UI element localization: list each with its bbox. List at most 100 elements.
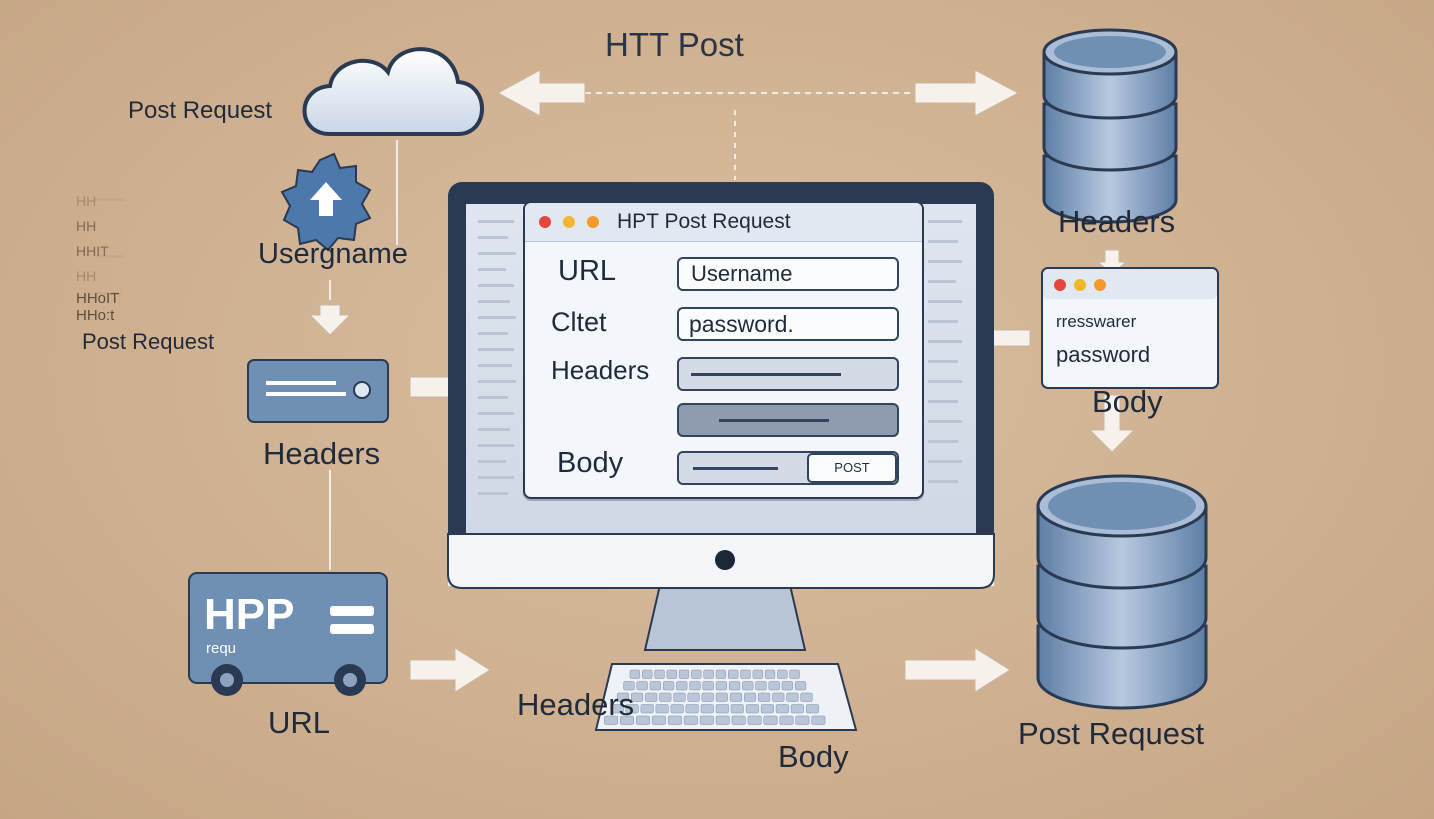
keyboard-key — [616, 692, 630, 702]
username-field-value: Username — [691, 261, 793, 286]
keyboard-key — [715, 715, 730, 725]
extra-field[interactable] — [677, 403, 899, 437]
keyboard-key — [610, 704, 624, 714]
keyboard-key — [760, 704, 774, 714]
close-dot-icon[interactable] — [539, 216, 551, 228]
database-segment — [1042, 102, 1178, 172]
window-titlebar: HPT Post Request — [525, 203, 922, 242]
keyboard-key — [747, 715, 762, 725]
keyboard-key — [685, 704, 699, 714]
keyboard-key — [667, 715, 682, 725]
faded-lines — [95, 198, 125, 295]
password-field[interactable]: password. — [677, 307, 899, 341]
mini-window-line1: rresswarer — [1056, 312, 1137, 331]
keyboard-key — [795, 715, 810, 725]
truck-sublabel: requ — [206, 640, 237, 657]
keyboard-key — [678, 669, 690, 679]
row-label-client: Cltet — [551, 307, 607, 337]
keyboard-key — [631, 692, 644, 702]
keyboard-key — [715, 681, 727, 691]
label-body-right: Body — [1092, 384, 1163, 419]
keyboard-key — [670, 704, 684, 714]
faded-line: HH — [76, 268, 97, 284]
database-segment — [1042, 154, 1178, 224]
label-headers-right: Headers — [1058, 204, 1176, 239]
keyboard-key — [743, 692, 757, 702]
row-label-headers: Headers — [551, 355, 650, 385]
keyboard-key — [728, 681, 741, 691]
keyboard-key — [673, 692, 686, 702]
window-title: HPT Post Request — [617, 210, 791, 233]
post-button[interactable]: POST — [807, 453, 897, 483]
keyboard-key — [768, 681, 780, 691]
keyboard-key — [755, 681, 767, 691]
keyboard-key — [699, 715, 714, 725]
keyboard-key — [805, 704, 819, 714]
request-window: HPT Post Request URL Username Cltet pass… — [523, 201, 924, 499]
minimize-dot-icon[interactable] — [563, 216, 575, 228]
keyboard-key — [779, 715, 794, 725]
field-line — [693, 467, 778, 470]
keyboard-key — [772, 692, 785, 702]
label-post-request-right: Post Request — [1018, 716, 1205, 751]
username-field[interactable]: Username — [677, 257, 899, 291]
keyboard-key — [649, 681, 661, 691]
faded-line: HHoIT — [76, 290, 120, 307]
keyboard-key — [715, 704, 729, 714]
field-line — [719, 419, 829, 422]
keyboard-key — [666, 669, 677, 679]
truck-icon — [188, 572, 388, 696]
keyboard-key — [781, 681, 793, 691]
keyboard-key — [620, 715, 634, 725]
keyboard-key — [786, 692, 799, 702]
keyboard-key — [623, 681, 635, 691]
mini-window — [1041, 267, 1219, 389]
keyboard-key — [702, 681, 714, 691]
keyboard-key — [687, 692, 700, 702]
mini-window-line2: password — [1056, 342, 1151, 367]
database-icon — [1042, 28, 1178, 224]
keyboard-key — [745, 704, 759, 714]
keyboard-key — [676, 681, 688, 691]
database-icon — [1036, 474, 1208, 710]
keyboard-key — [604, 715, 619, 725]
row-label-url: URL — [558, 255, 617, 287]
keyboard-key — [742, 681, 754, 691]
keyboard-key — [758, 692, 771, 702]
keyboard-key — [655, 704, 669, 714]
keyboard-key — [800, 692, 813, 702]
keyboard-key — [763, 715, 778, 725]
keyboard-key — [659, 692, 672, 702]
keyboard-key — [691, 669, 702, 679]
keyboard-key — [731, 715, 746, 725]
cloud-icon — [302, 47, 484, 136]
keyboard-key — [789, 669, 800, 679]
database-segment — [1036, 564, 1208, 650]
keyboard-key — [794, 681, 807, 691]
keyboard-key — [730, 704, 744, 714]
database-segment — [1036, 624, 1208, 710]
label-url-left: URL — [268, 705, 331, 740]
keyboard-key — [654, 669, 665, 679]
maximize-dot-icon[interactable] — [587, 216, 599, 228]
diagram-title: HTT Post — [605, 26, 744, 63]
keyboard-key — [642, 669, 653, 679]
headers-field[interactable] — [677, 357, 899, 391]
password-field-value: password. — [689, 311, 794, 337]
upload-gear-icon — [280, 152, 372, 252]
keyboard-key — [777, 669, 788, 679]
keyboard-key — [728, 669, 739, 679]
card-icon — [247, 359, 389, 423]
keyboard-key — [629, 669, 641, 679]
database-lid-inner — [1048, 482, 1196, 530]
label-username: Usergname — [258, 238, 408, 270]
keyboard-key — [683, 715, 698, 725]
keyboard-key — [729, 692, 742, 702]
faded-line: HHo:t — [76, 307, 115, 324]
keyboard-key — [636, 681, 648, 691]
keyboard-key — [689, 681, 701, 691]
keyboard-key — [636, 715, 650, 725]
keyboard-key — [625, 704, 639, 714]
keyboard-key — [651, 715, 666, 725]
